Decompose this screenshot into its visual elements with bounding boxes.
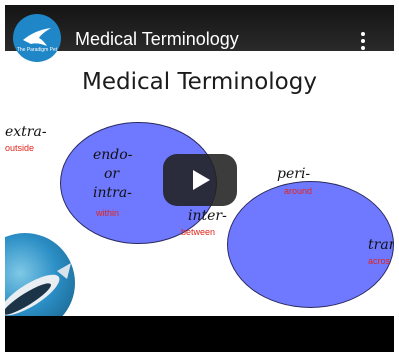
bird-logo-icon [13,14,61,62]
fish-photo [5,233,75,316]
meaning-within: within [96,208,119,218]
term-inter: inter- [188,208,227,224]
term-or: or [104,166,119,182]
term-endo: endo- [93,147,132,163]
more-vert-icon[interactable] [357,31,369,51]
meaning-between: between [181,227,215,237]
term-peri: peri- [277,166,310,182]
play-button[interactable] [163,154,237,206]
term-trans: tran [368,237,394,253]
term-extra: extra- [5,124,47,140]
video-player[interactable]: Medical Terminology extra- outside endo-… [5,5,394,352]
meaning-outside: outside [5,143,34,153]
channel-avatar-text: The Paradigm Pet [13,47,61,53]
play-icon [163,154,237,206]
video-top-bar: The Paradigm Pet Medical Terminology [5,5,394,51]
slide-title: Medical Terminology [5,69,394,95]
meaning-around: around [284,186,312,196]
channel-avatar[interactable]: The Paradigm Pet [13,14,61,62]
term-intra: intra- [93,185,132,201]
video-title[interactable]: Medical Terminology [75,29,239,50]
meaning-across: acros [368,256,390,266]
